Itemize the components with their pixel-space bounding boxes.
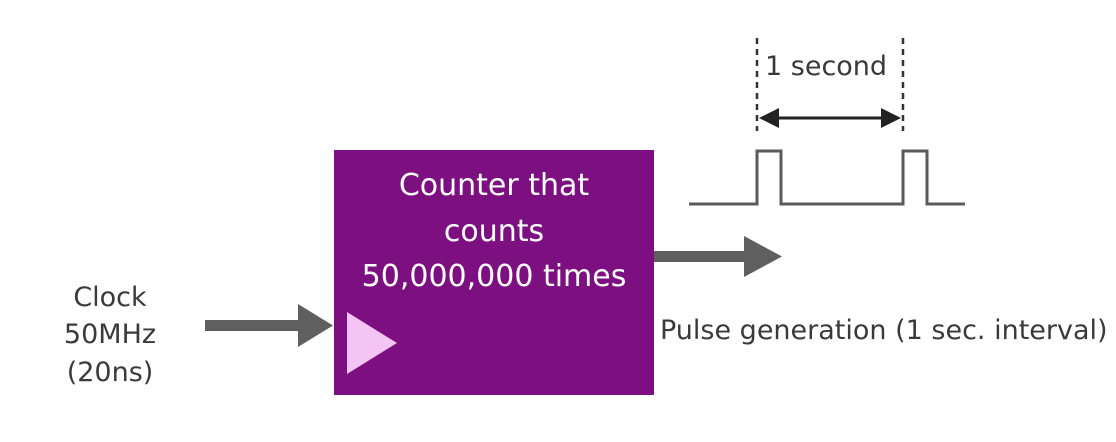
output-arrow [654, 236, 782, 277]
pulse-generation-label: Pulse generation (1 sec. interval) [660, 315, 1108, 346]
counter-label-line-3: 50,000,000 times [361, 259, 627, 294]
clock-edge-marker-icon [347, 312, 397, 374]
interval-double-arrow [759, 108, 901, 128]
clock-input-arrow [205, 304, 333, 347]
clock-frequency-label: 50MHz [63, 319, 157, 350]
clock-period-label: (20ns) [66, 357, 154, 388]
pulse-waveform [689, 149, 965, 206]
counter-label-line-2: counts [443, 214, 545, 249]
interval-label: 1 second [765, 51, 888, 82]
clock-label: Clock [73, 282, 147, 313]
counter-block [334, 150, 654, 395]
counter-label-line-1: Counter that [398, 168, 590, 203]
